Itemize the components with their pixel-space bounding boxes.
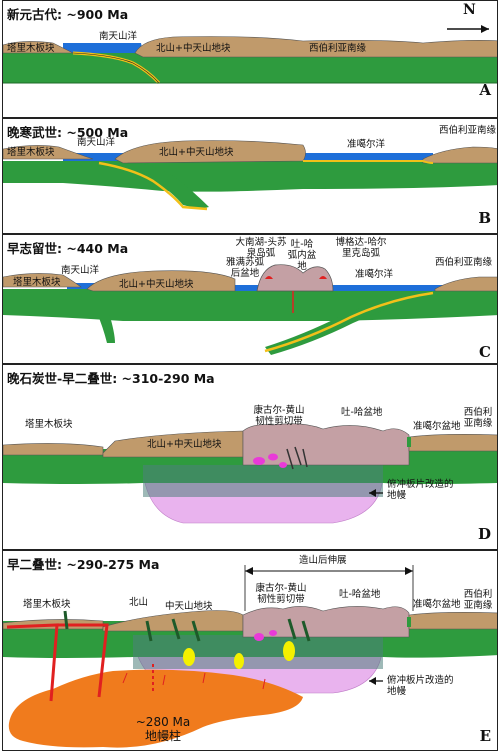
panel-b-letter: B	[478, 209, 491, 227]
panel-e-title: 早二叠世: ~290-275 Ma	[7, 557, 160, 572]
panel-a: 新元古代: ~900 Ma N 塔里木板块 南天山洋 北山+中天山地块 西伯利亚…	[2, 0, 498, 118]
panel-c-title: 早志留世: ~440 Ma	[7, 241, 129, 256]
panel-c-letter: C	[479, 343, 491, 361]
panel-a-letter: A	[479, 81, 491, 99]
label-beishan-e: 北山	[129, 597, 149, 608]
label-junggar-ocean-b: 准噶尔洋	[347, 139, 386, 150]
label-tarim-e: 塔里木板块	[23, 599, 71, 610]
label-siberia-a: 西伯利亚南缘	[309, 43, 367, 54]
panel-c-drawing	[3, 264, 497, 355]
label-s-tianshan-ocean-c: 南天山洋	[61, 265, 100, 276]
label-beishan-b: 北山+中天山地块	[159, 147, 234, 158]
panel-d-title: 晚石炭世-早二叠世: ~310-290 Ma	[7, 371, 215, 386]
panel-e-drawing	[3, 565, 497, 748]
label-modified-mantle-d: 俯冲板片改造的地幔	[387, 479, 454, 501]
label-beishan-a: 北山+中天山地块	[156, 43, 231, 54]
panel-a-title: 新元古代: ~900 Ma	[7, 7, 129, 22]
label-siberia-c: 西伯利亚南缘	[435, 257, 493, 268]
panel-d-letter: D	[477, 525, 491, 543]
label-kanggur-d: 康古尔-黄山韧性剪切带	[253, 405, 305, 427]
label-tarim-c: 塔里木板块	[13, 277, 61, 288]
panel-e-letter: E	[479, 727, 491, 745]
label-c-tianshan-e: 中天山地块	[165, 601, 213, 612]
label-beishan-d: 北山+中天山地块	[147, 439, 222, 450]
label-dananhu-arc-c: 大南湖-头苏泉岛弧	[235, 237, 287, 259]
label-tarim-a: 塔里木板块	[7, 43, 55, 54]
panel-d-drawing	[3, 423, 497, 524]
label-tarim-b: 塔里木板块	[7, 147, 55, 158]
panel-b-title: 晚寒武世: ~500 Ma	[7, 125, 129, 140]
label-tarim-d: 塔里木板块	[25, 419, 73, 430]
label-tuha-basin-d: 吐-哈盆地	[341, 407, 383, 418]
label-beishan-c: 北山+中天山地块	[119, 279, 194, 290]
north-label: N	[463, 2, 476, 18]
panel-c: 早志留世: ~440 Ma 南天山洋 塔里木板块 北山+中天山地块 雅满苏弧后盆…	[2, 234, 498, 364]
label-postorogenic-e: 造山后伸展	[299, 555, 347, 566]
label-bogda-arc-c: 博格达-哈尔里克岛弧	[335, 237, 387, 259]
label-siberia-b: 西伯利亚南缘	[439, 125, 497, 136]
panel-b: 晚寒武世: ~500 Ma 南天山洋 塔里木板块 北山+中天山地块 准噶尔洋 西…	[2, 118, 498, 234]
panel-e: 早二叠世: ~290-275 Ma 塔里木板块 北山 中天山地块 造山后伸展 康…	[2, 550, 498, 751]
panel-d: 晚石炭世-早二叠世: ~310-290 Ma 塔里木板块 北山+中天山地块 康古…	[2, 364, 498, 550]
label-siberia-d: 西伯利亚南缘	[463, 407, 493, 429]
label-s-tianshan-ocean-b: 南天山洋	[77, 137, 116, 148]
label-tuha-basin-c: 吐-哈弧内盆地	[287, 239, 317, 272]
label-s-tianshan-ocean-a: 南天山洋	[99, 31, 138, 42]
panel-a-drawing	[3, 25, 497, 85]
label-siberia-e: 西伯利亚南缘	[463, 589, 493, 611]
label-kanggur-e: 康古尔-黄山韧性剪切带	[255, 583, 307, 605]
panel-b-drawing	[3, 140, 497, 211]
label-junggar-basin-e: 准噶尔盆地	[413, 599, 461, 610]
label-tuha-basin-e: 吐-哈盆地	[339, 589, 381, 600]
label-yamansu-c: 雅满苏弧后盆地	[225, 257, 264, 279]
label-junggar-basin-d: 准噶尔盆地	[413, 421, 461, 432]
label-plume-e: ~280 Ma地幔柱	[135, 715, 191, 743]
label-modified-mantle-e: 俯冲板片改造的地幔	[387, 675, 454, 697]
label-junggar-ocean-c: 准噶尔洋	[355, 269, 394, 280]
